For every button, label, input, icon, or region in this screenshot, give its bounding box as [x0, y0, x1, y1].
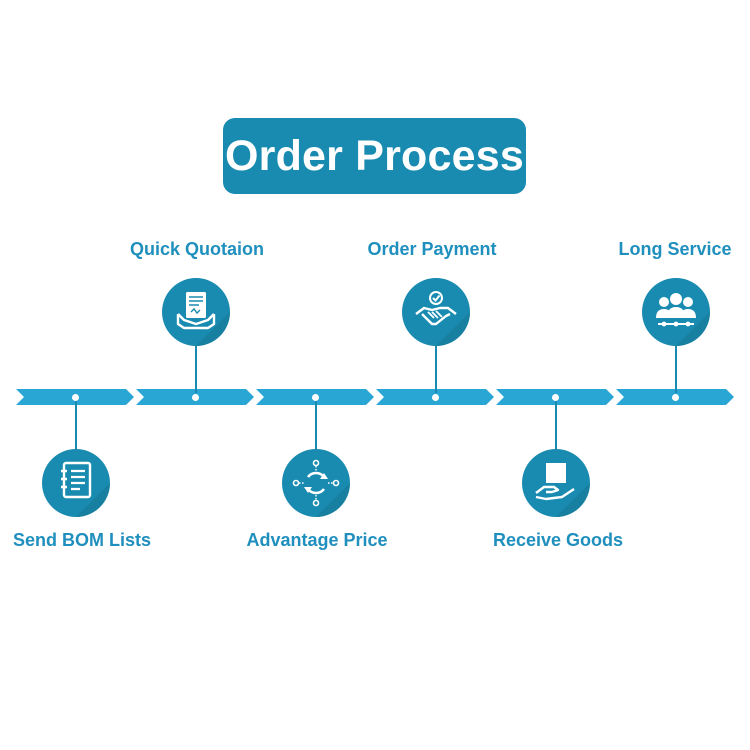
- timeline-dot: [312, 393, 319, 401]
- team-service-icon: [656, 293, 696, 327]
- step-receive-goods-circle: [522, 449, 590, 517]
- document-list-icon: [61, 461, 92, 499]
- connector-line: [435, 345, 437, 393]
- connector-line: [555, 401, 557, 449]
- step-long-service-circle: [642, 278, 710, 346]
- step-send-bom-lists-circle: [42, 449, 110, 517]
- quotation-hand-icon: [176, 292, 216, 330]
- timeline-dot: [672, 393, 679, 401]
- connector-line: [195, 345, 197, 393]
- step-label-order-payment: Order Payment: [367, 239, 497, 259]
- timeline-dot: [552, 393, 559, 401]
- step-label-receive-goods: Receive Goods: [492, 530, 624, 550]
- handshake-icon: [415, 291, 457, 326]
- step-label-advantage-price: Advantage Price: [246, 530, 388, 550]
- page-title: Order Process: [225, 131, 524, 180]
- step-order-payment-circle: [402, 278, 470, 346]
- price-exchange-icon: [292, 459, 340, 507]
- connector-line: [315, 401, 317, 449]
- step-advantage-price-circle: [282, 449, 350, 517]
- step-label-send-bom-lists: Send BOM Lists: [12, 530, 152, 550]
- step-quick-quotaion-circle: [162, 278, 230, 346]
- timeline-dot: [192, 393, 199, 401]
- timeline-dot: [432, 393, 439, 401]
- receive-box-icon: [535, 463, 575, 501]
- timeline-dot: [72, 393, 79, 401]
- connector-line: [675, 345, 677, 393]
- title-banner: Order Process: [223, 118, 526, 194]
- step-label-quick-quotaion: Quick Quotaion: [129, 239, 265, 259]
- step-label-long-service: Long Service: [618, 239, 732, 259]
- connector-line: [75, 401, 77, 449]
